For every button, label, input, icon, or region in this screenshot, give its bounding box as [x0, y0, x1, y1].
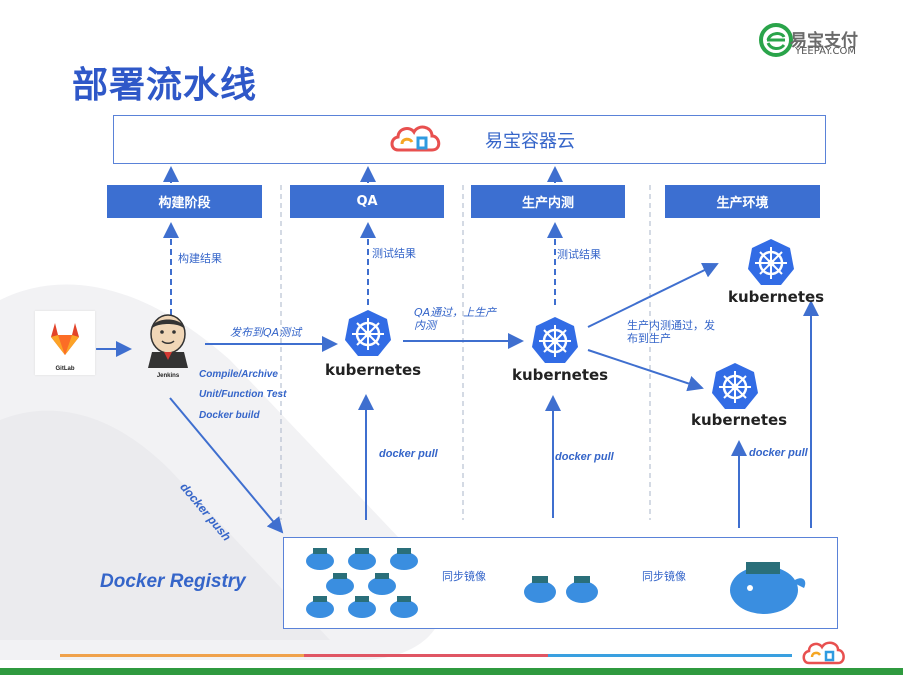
yeepay-logo-icon [759, 23, 793, 57]
kubernetes-production-a-label: kubernetes [728, 288, 825, 306]
label-prod-test-passed: 生产内测通过，发布到生产 [627, 319, 715, 345]
footer-cloud-logo-icon [802, 641, 845, 665]
kubernetes-production-b-icon [712, 363, 758, 409]
jenkins-card: Jenkins [138, 308, 198, 380]
cloud-logo-icon [390, 125, 441, 152]
gitlab-card: GitLab [35, 311, 95, 375]
label-docker-pull-prod-internal: docker pull [555, 451, 614, 463]
kubernetes-qa-label: kubernetes [325, 361, 422, 379]
stage-production: 生产环境 [665, 185, 820, 218]
label-docker-pull-qa: docker pull [379, 448, 438, 460]
label-sync-image-2: 同步镜像 [642, 570, 686, 583]
kubernetes-prod-internal-icon [532, 317, 578, 363]
kubernetes-production-a-icon [748, 239, 794, 285]
footer-green-bar [0, 668, 903, 675]
brand-name-en: YEEPAY.COM [795, 46, 856, 57]
docker-whale-large-icon [730, 562, 806, 614]
jenkins-icon [148, 314, 188, 368]
jenkins-step-compile: Compile/Archive [199, 369, 278, 380]
container-cloud-box [113, 115, 826, 164]
docker-whale-cluster-icon [306, 548, 418, 618]
docker-registry-label: Docker Registry [100, 571, 246, 592]
kubernetes-qa-icon [345, 310, 391, 356]
kubernetes-prod-internal-label: kubernetes [512, 366, 609, 384]
stage-qa: QA [290, 185, 444, 218]
label-qa-passed: QA通过，上生产内测 [414, 306, 497, 332]
kubernetes-production-b-label: kubernetes [691, 411, 788, 429]
gitlab-icon [51, 323, 79, 355]
label-sync-image-1: 同步镜像 [442, 570, 486, 583]
label-test-result-prod: 测试结果 [557, 248, 601, 261]
stage-build: 构建阶段 [107, 185, 262, 218]
label-build-result: 构建结果 [178, 252, 222, 265]
footer-line-orange [60, 654, 304, 657]
brand-name-cn: 易宝支付 [790, 31, 858, 51]
jenkins-step-test: Unit/Function Test [199, 389, 287, 400]
label-test-result-qa: 测试结果 [372, 247, 416, 260]
footer-line-red [304, 654, 548, 657]
container-cloud-label: 易宝容器云 [485, 131, 575, 152]
footer-line-blue [548, 654, 792, 657]
docker-whale-pair-icon [524, 576, 598, 603]
gitlab-caption: GitLab [55, 366, 75, 372]
stage-prod-internal: 生产内测 [471, 185, 625, 218]
label-deploy-qa: 发布到QA测试 [230, 326, 302, 339]
jenkins-step-docker-build: Docker build [199, 410, 260, 421]
slide-title: 部署流水线 [72, 65, 258, 106]
jenkins-caption: Jenkins [156, 373, 180, 379]
label-docker-pull-production: docker pull [749, 447, 808, 459]
